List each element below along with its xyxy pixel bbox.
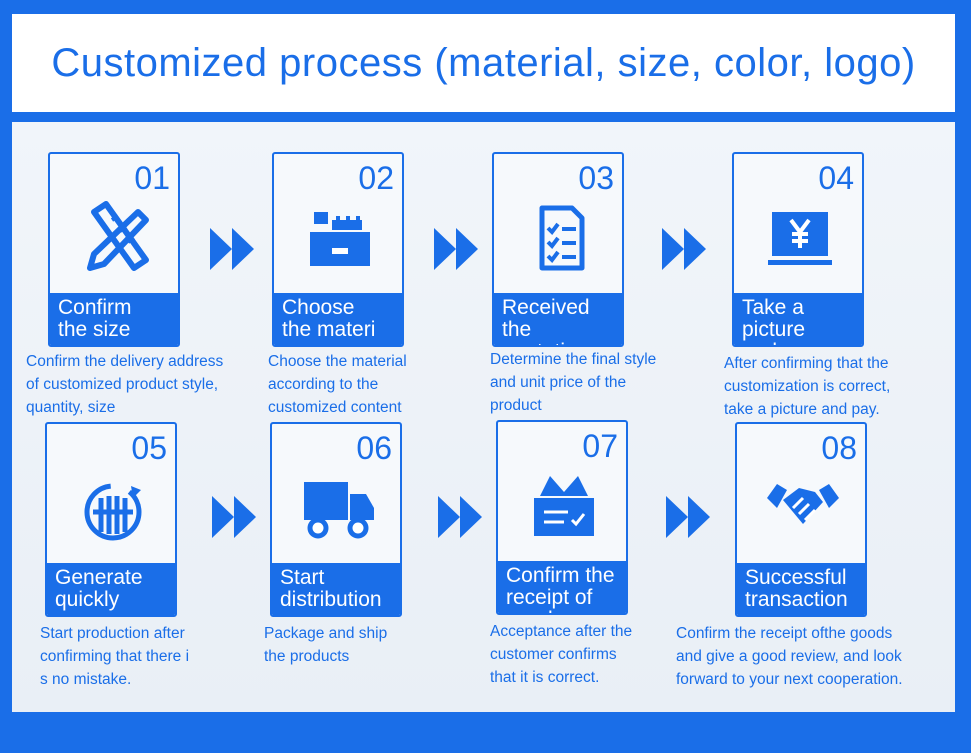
step-number: 07 bbox=[582, 428, 618, 464]
step-number: 03 bbox=[578, 160, 614, 196]
yen-payment-icon bbox=[768, 212, 832, 265]
step-number: 04 bbox=[818, 160, 854, 196]
step-card-07: 07 Confirm the receipt of goods bbox=[496, 420, 628, 615]
step-label: Generate quickly bbox=[47, 563, 175, 615]
handshake-icon bbox=[767, 484, 839, 524]
arrow-icon bbox=[210, 228, 254, 270]
step-label: Choose the materi bbox=[274, 293, 402, 345]
arrow-icon bbox=[666, 496, 710, 538]
arrow-icon bbox=[662, 228, 706, 270]
step-description-08: Confirm the receipt ofthe goods and give… bbox=[676, 625, 903, 688]
delivery-truck-icon bbox=[304, 482, 374, 539]
arrow-icon bbox=[438, 496, 482, 538]
step-description-03: Determine the final style and unit price… bbox=[490, 351, 657, 414]
ruler-pencil-icon bbox=[87, 201, 149, 271]
step-description-04: After confirming that the customization … bbox=[724, 355, 891, 418]
step-description-07: Acceptance after the customer confirms t… bbox=[490, 623, 633, 686]
step-card-04: 04 Take a picture and pay bbox=[732, 152, 864, 347]
step-card-08: 08 Successful transaction bbox=[735, 422, 867, 617]
step-description-01: Confirm the delivery address of customiz… bbox=[26, 353, 224, 416]
material-box-icon bbox=[310, 212, 370, 266]
open-package-icon bbox=[534, 476, 594, 536]
step-number: 01 bbox=[134, 160, 170, 196]
step-description-05: Start production after confirming that t… bbox=[40, 625, 190, 688]
step-label: Take a picture and pay bbox=[734, 293, 862, 345]
step-number: 02 bbox=[358, 160, 394, 196]
step-description-06: Package and ship the products bbox=[264, 625, 388, 665]
step-label: Start distribution bbox=[272, 563, 400, 615]
factory-cycle-icon bbox=[84, 483, 142, 541]
step-card-06: 06 Start distribution bbox=[270, 422, 402, 617]
step-label: Successful transaction bbox=[737, 563, 865, 615]
step-description-02: Choose the material according to the cus… bbox=[268, 353, 407, 416]
arrow-icon bbox=[212, 496, 256, 538]
step-card-03: 03 Received the quotation bbox=[492, 152, 624, 347]
arrow-icon bbox=[434, 228, 478, 270]
step-number: 05 bbox=[131, 430, 167, 466]
title-bar: Customized process (material, size, colo… bbox=[12, 14, 955, 112]
step-label: Confirm the size bbox=[50, 293, 178, 345]
step-number: 06 bbox=[356, 430, 392, 466]
checklist-icon bbox=[539, 205, 585, 271]
page-title: Customized process (material, size, colo… bbox=[51, 40, 916, 85]
step-card-01: 01 Confirm the size bbox=[48, 152, 180, 347]
step-label: Confirm the receipt of goods bbox=[498, 561, 626, 613]
step-label: Received the quotation bbox=[494, 293, 622, 345]
step-number: 08 bbox=[821, 430, 857, 466]
step-card-02: 02 Choose the materi bbox=[272, 152, 404, 347]
step-card-05: 05 Generate quickly bbox=[45, 422, 177, 617]
